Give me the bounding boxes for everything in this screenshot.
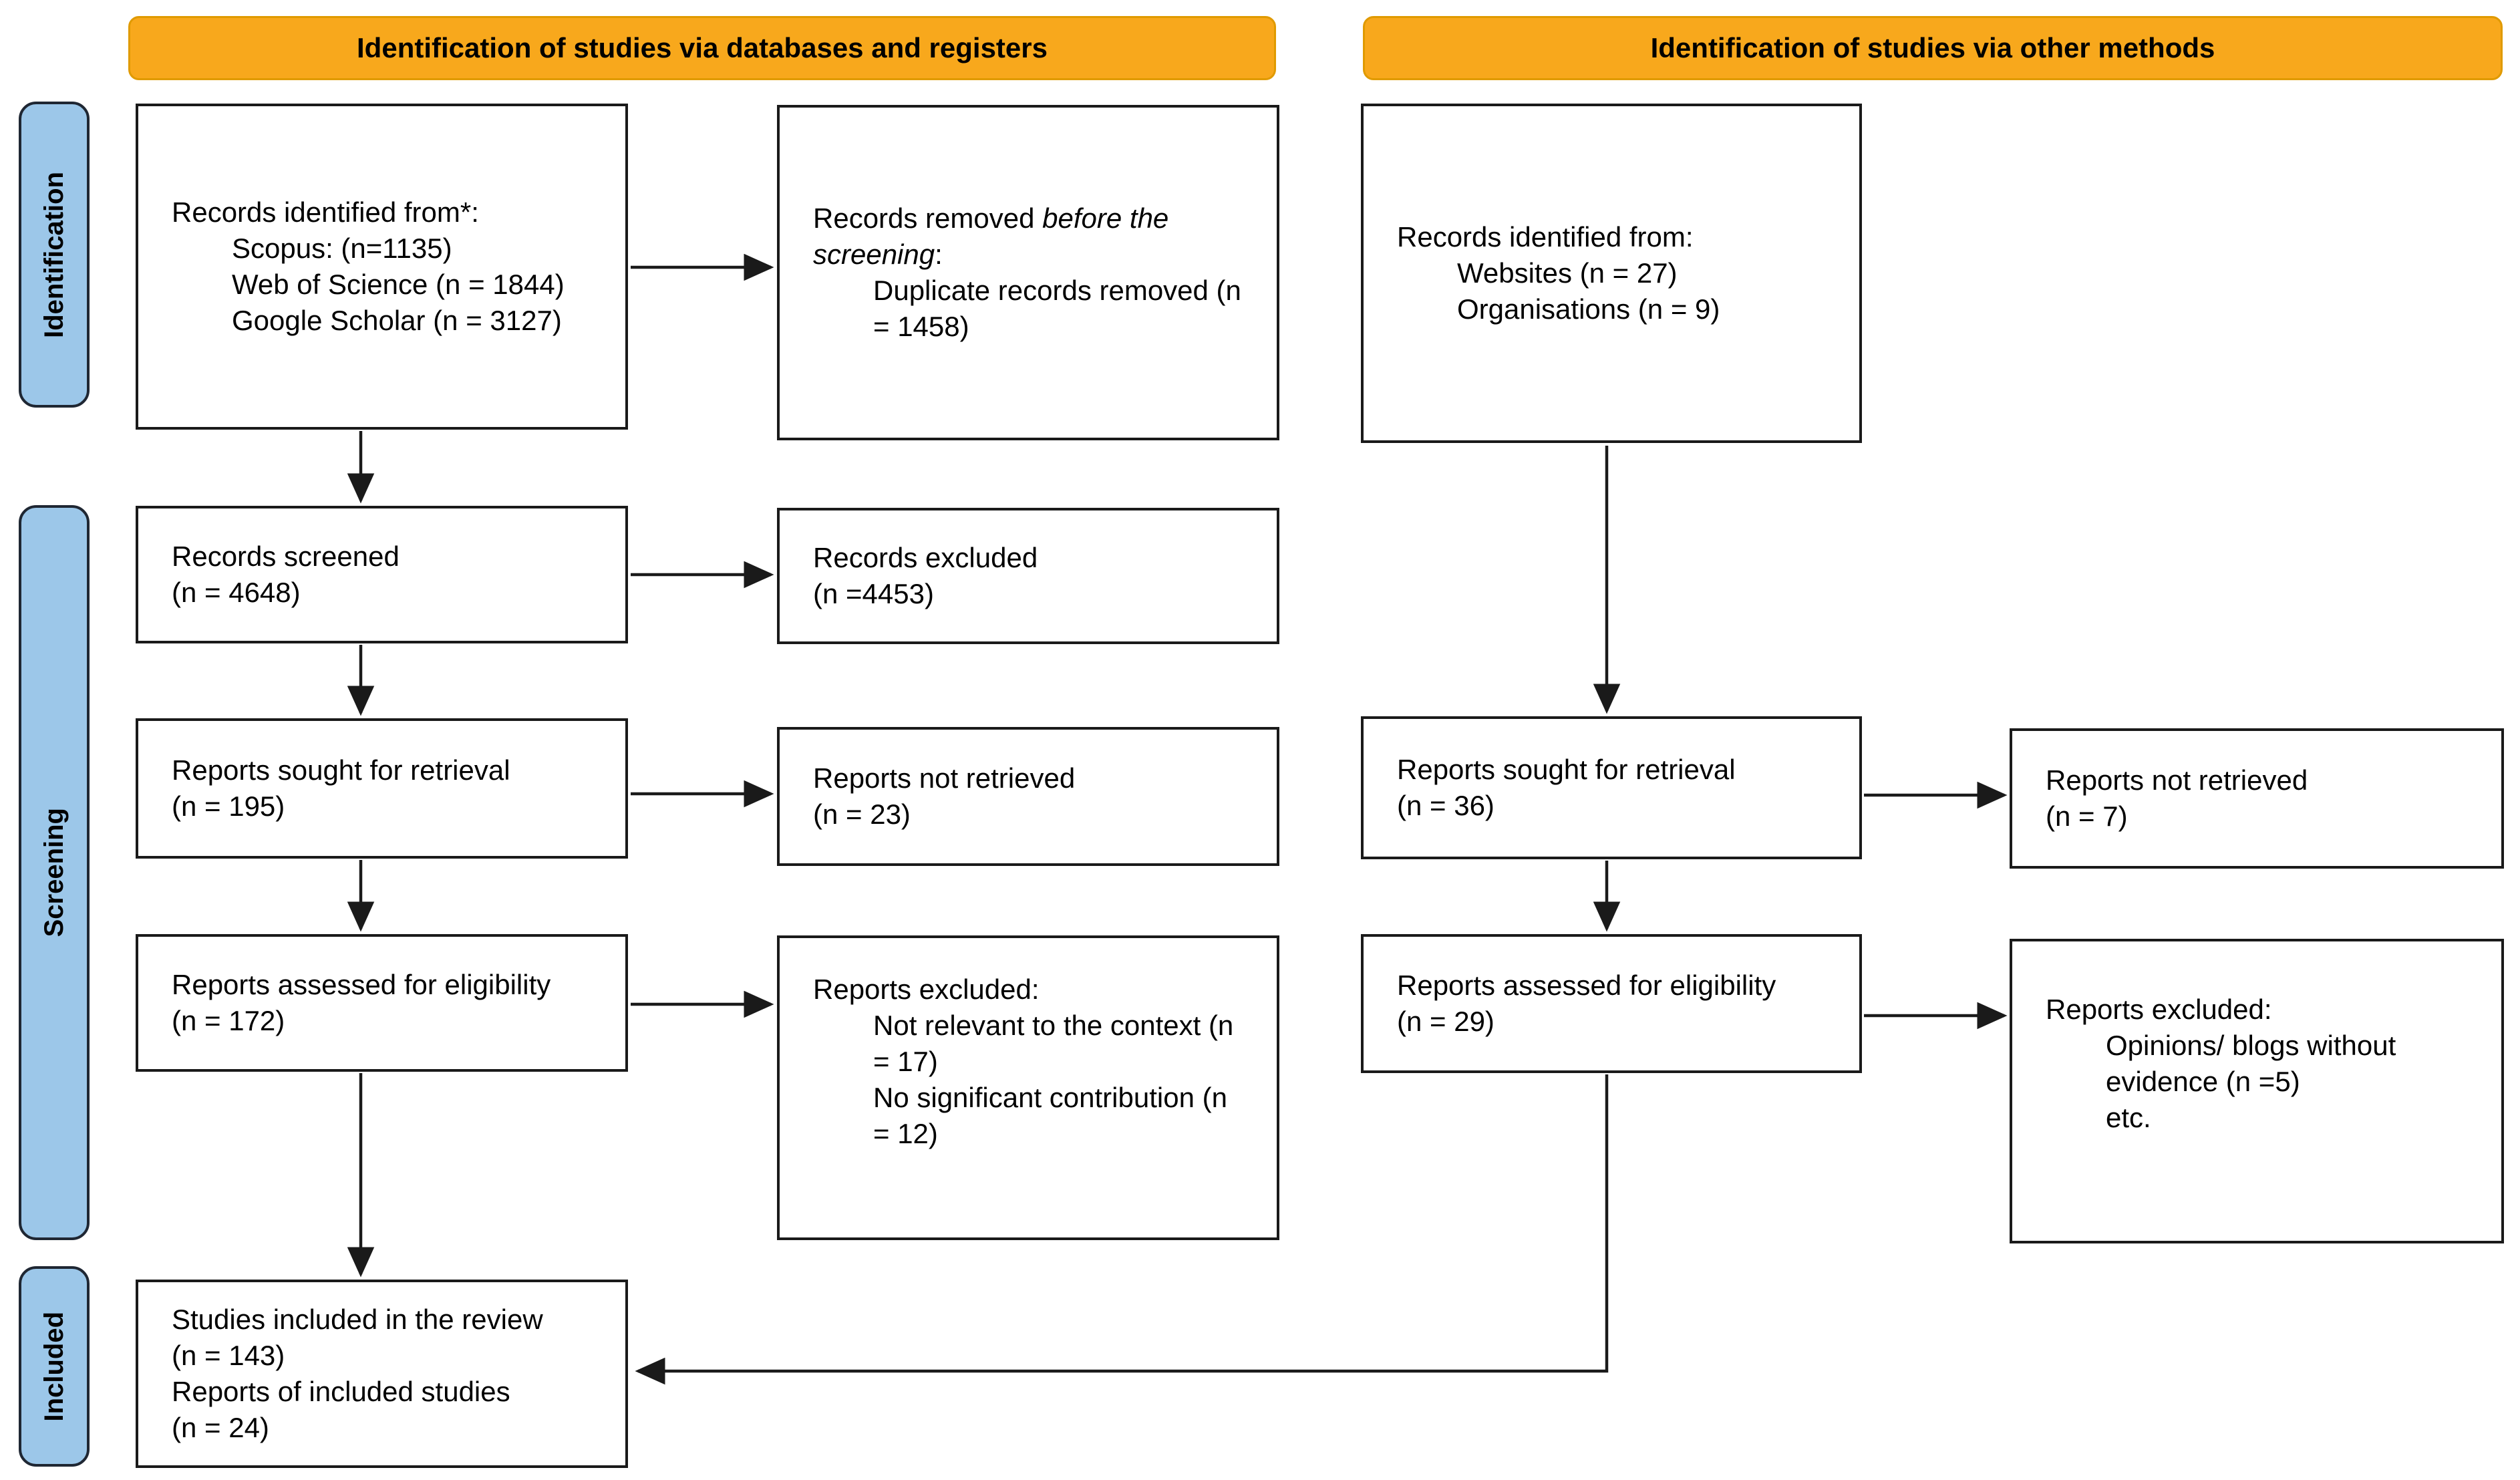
box-title: Records identified from: bbox=[1397, 221, 1694, 253]
box-line: Reports not retrieved bbox=[813, 762, 1076, 794]
box-line: (n = 195) bbox=[172, 790, 285, 822]
box-records-identified-other: Records identified from: Websites (n = 2… bbox=[1361, 104, 1862, 443]
box-line: Not relevant to the context (n bbox=[873, 1010, 1234, 1041]
box-reports-excluded-other: Reports excluded: Opinions/ blogs withou… bbox=[2010, 939, 2504, 1243]
box-line: Web of Science (n = 1844) bbox=[232, 269, 565, 300]
stage-label-identification-text: Identification bbox=[39, 171, 69, 338]
box-line: Opinions/ blogs without bbox=[2106, 1030, 2396, 1061]
box-title: Reports excluded: bbox=[2046, 994, 2272, 1025]
stage-label-identification: Identification bbox=[19, 102, 90, 408]
box-line: Reports sought for retrieval bbox=[1397, 754, 1736, 785]
box-line: = 17) bbox=[873, 1046, 938, 1077]
stage-label-included-text: Included bbox=[39, 1311, 69, 1422]
box-records-identified-databases: Records identified from*: Scopus: (n=113… bbox=[136, 104, 628, 430]
box-line: (n = 172) bbox=[172, 1005, 285, 1036]
box-line: = 12) bbox=[873, 1118, 938, 1149]
box-title: screening: bbox=[813, 239, 943, 270]
box-line: Organisations (n = 9) bbox=[1457, 293, 1720, 325]
box-line: Reports assessed for eligibility bbox=[172, 969, 551, 1000]
box-line: Studies included in the review bbox=[172, 1304, 543, 1335]
box-records-screened: Records screened (n = 4648) bbox=[136, 506, 628, 643]
stage-label-screening-text: Screening bbox=[39, 808, 69, 937]
box-line: (n = 143) bbox=[172, 1340, 285, 1371]
box-line: Records excluded bbox=[813, 542, 1038, 573]
box-reports-excluded-databases: Reports excluded: Not relevant to the co… bbox=[777, 935, 1279, 1240]
box-reports-not-retrieved-other: Reports not retrieved (n = 7) bbox=[2010, 728, 2504, 869]
box-line: (n = 36) bbox=[1397, 790, 1494, 821]
box-title: Records removed before the bbox=[813, 202, 1169, 234]
box-line: (n = 4648) bbox=[172, 577, 301, 608]
box-records-removed: Records removed before the screening: Du… bbox=[777, 105, 1279, 440]
box-line: Duplicate records removed (n bbox=[873, 275, 1241, 306]
box-line: Scopus: (n=1135) bbox=[232, 233, 452, 264]
stage-label-included: Included bbox=[19, 1266, 90, 1467]
box-line: Reports not retrieved bbox=[2046, 764, 2308, 796]
box-line: (n = 7) bbox=[2046, 800, 2128, 832]
italic-text: screening bbox=[813, 239, 935, 270]
box-line: Websites (n = 27) bbox=[1457, 257, 1678, 289]
italic-text: before the bbox=[1042, 202, 1169, 234]
banner-other-methods: Identification of studies via other meth… bbox=[1363, 16, 2503, 80]
box-line: (n = 24) bbox=[172, 1412, 269, 1443]
box-reports-assessed-other: Reports assessed for eligibility (n = 29… bbox=[1361, 934, 1862, 1073]
banner-databases-registers: Identification of studies via databases … bbox=[128, 16, 1276, 80]
box-title: Records identified from*: bbox=[172, 196, 479, 228]
box-line: Reports of included studies bbox=[172, 1376, 510, 1407]
box-line: (n = 23) bbox=[813, 798, 911, 830]
box-line: Google Scholar (n = 3127) bbox=[232, 305, 562, 336]
box-reports-assessed-databases: Reports assessed for eligibility (n = 17… bbox=[136, 934, 628, 1072]
box-line: (n = 29) bbox=[1397, 1006, 1494, 1037]
box-line: No significant contribution (n bbox=[873, 1082, 1227, 1113]
box-title: Reports excluded: bbox=[813, 974, 1040, 1005]
box-line: = 1458) bbox=[873, 311, 969, 342]
box-reports-not-retrieved-databases: Reports not retrieved (n = 23) bbox=[777, 727, 1279, 866]
box-line: etc. bbox=[2106, 1102, 2151, 1133]
box-records-excluded: Records excluded (n =4453) bbox=[777, 508, 1279, 644]
box-studies-included: Studies included in the review (n = 143)… bbox=[136, 1280, 628, 1468]
box-line: Records screened bbox=[172, 541, 400, 572]
box-reports-sought-databases: Reports sought for retrieval (n = 195) bbox=[136, 718, 628, 859]
stage-label-screening: Screening bbox=[19, 505, 90, 1240]
box-line: Reports sought for retrieval bbox=[172, 754, 510, 786]
box-line: Reports assessed for eligibility bbox=[1397, 970, 1776, 1001]
box-reports-sought-other: Reports sought for retrieval (n = 36) bbox=[1361, 716, 1862, 859]
box-line: (n =4453) bbox=[813, 578, 934, 609]
box-line: evidence (n =5) bbox=[2106, 1066, 2300, 1097]
